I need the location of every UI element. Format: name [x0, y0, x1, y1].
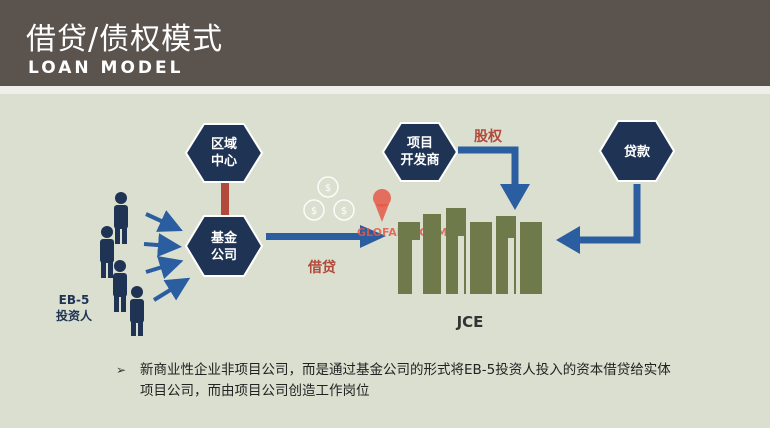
arrow-fund-to-jce-head [360, 225, 386, 248]
description-text: 新商业性企业非项目公司，而是通过基金公司的形式将EB-5投资人投入的资本借贷给实… [140, 362, 671, 399]
bullet-arrow-icon: ➢ [116, 363, 127, 377]
jce-buildings-icon [398, 208, 542, 294]
svg-text:公司: 公司 [211, 248, 237, 263]
description-bullet: ➢ 新商业性企业非项目公司，而是通过基金公司的形式将EB-5投资人投入的资本借贷… [116, 360, 676, 402]
arrow-fund-to-jce [266, 233, 362, 240]
node-developer: 项目 开发商 [381, 122, 459, 182]
arrow-developer-to-jce-head [500, 184, 530, 210]
svg-text:贷款: 贷款 [624, 144, 651, 160]
header-divider [0, 86, 770, 94]
svg-text:$: $ [311, 206, 317, 217]
coin-symbols: $ $ $ [311, 183, 347, 217]
label-investors-line1: EB-5 [59, 293, 90, 307]
page-subtitle: LOAN MODEL [28, 58, 184, 78]
connector-region-fund [221, 180, 229, 220]
node-fund-company: 基金 公司 [184, 215, 264, 277]
arrow-developer-to-jce [458, 146, 519, 186]
investor-arrows [143, 210, 191, 302]
investor-people-icon [100, 192, 144, 336]
svg-text:区域: 区域 [211, 136, 237, 152]
node-region-center: 区域 中心 [184, 123, 264, 183]
svg-text:基金: 基金 [210, 230, 238, 246]
svg-text:项目: 项目 [407, 136, 433, 151]
page-title: 借贷/债权模式 [26, 22, 224, 57]
arrow-loan-to-jce [578, 184, 641, 244]
svg-text:$: $ [325, 183, 331, 194]
header-bar: 借贷/债权模式 LOAN MODEL [0, 0, 770, 86]
coins-icon [303, 176, 355, 221]
arrow-loan-to-jce-head [556, 226, 580, 254]
svg-text:中心: 中心 [211, 153, 237, 169]
label-jce: JCE [456, 313, 484, 331]
label-equity: 股权 [474, 128, 503, 145]
label-lending: 借贷 [307, 259, 336, 276]
svg-text:$: $ [341, 206, 347, 217]
label-investors-line2: 投资人 [56, 308, 93, 323]
node-loan: 贷款 [598, 120, 676, 182]
svg-text:开发商: 开发商 [400, 152, 439, 168]
